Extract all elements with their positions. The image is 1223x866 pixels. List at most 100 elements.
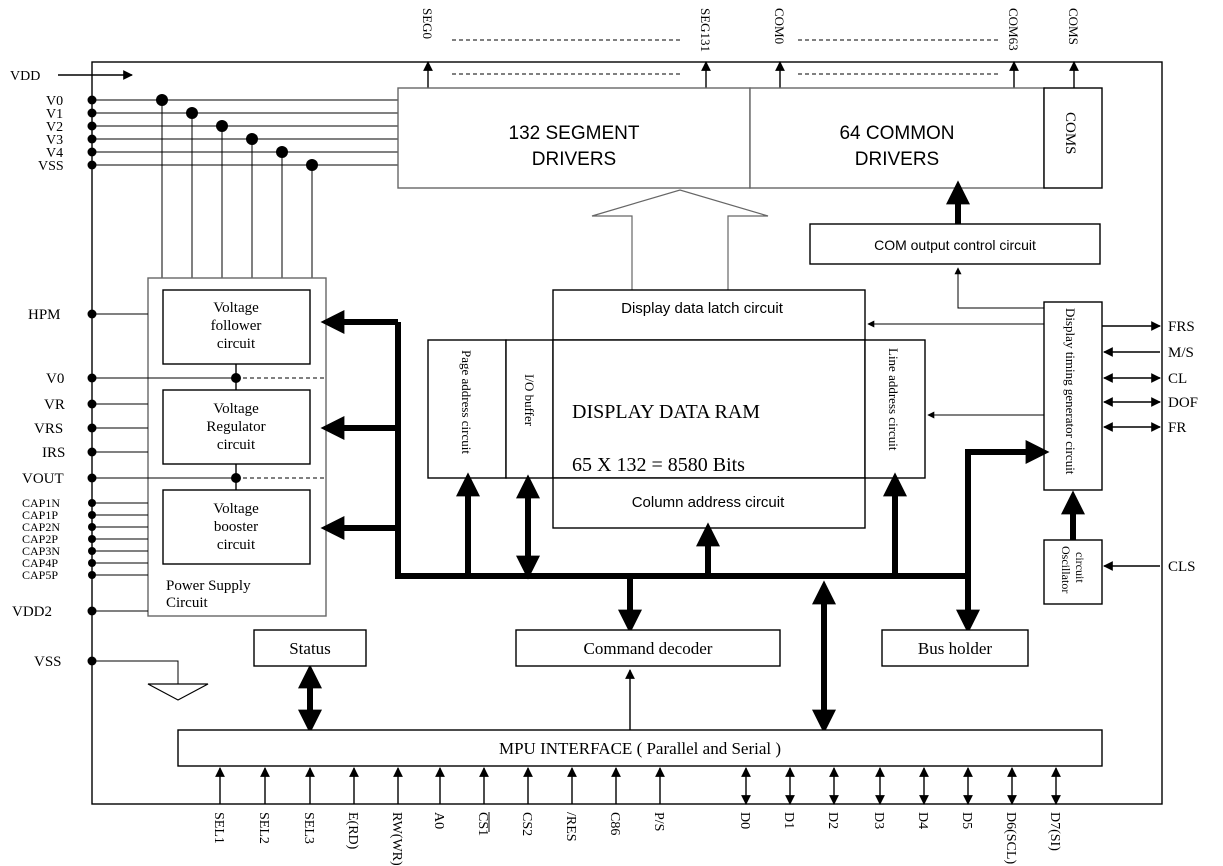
voltage-follower-line2: follower — [211, 318, 262, 334]
segment-drivers-line1: 132 SEGMENT — [509, 123, 640, 144]
segment-drivers-line2: DRIVERS — [532, 149, 616, 170]
pin-ps: P/S — [651, 812, 666, 831]
pin-d2: D2 — [825, 812, 840, 829]
chip-outline — [91, 61, 1163, 805]
power-supply-line1: Power Supply — [166, 578, 251, 594]
oscillator-block — [1043, 539, 1103, 605]
hollow-arrow — [591, 189, 769, 290]
pin-c86: C86 — [607, 812, 622, 835]
coms-block — [1043, 87, 1103, 189]
voltage-follower-block — [162, 289, 311, 365]
io-buffer-label: I/O buffer — [522, 374, 537, 427]
pin-d7-si: D7(SI) — [1047, 812, 1062, 851]
pin-res: /RES — [563, 812, 578, 842]
oscillator-label-1: Oscillator — [1059, 546, 1073, 593]
pin-cap1n: CAP1N — [22, 496, 60, 510]
common-drivers-block — [749, 87, 1045, 189]
display-data-ram-block — [552, 339, 866, 479]
pin-sel2: SEL2 — [256, 812, 271, 844]
pin-d1: D1 — [781, 812, 796, 829]
oscillator-label-2: circuit — [1073, 552, 1087, 583]
voltage-regulator-line1: Voltage — [213, 401, 259, 417]
com-output-control-label: COM output control circuit — [874, 237, 1036, 253]
pin-dof: DOF — [1168, 395, 1198, 411]
segment-drivers-block — [397, 87, 751, 189]
pin-cl: CL — [1168, 371, 1187, 387]
pin-com63: COM63 — [1006, 8, 1021, 51]
pin-vdd: VDD — [10, 69, 40, 84]
status-block — [253, 629, 367, 667]
pin-cap4p: CAP4P — [22, 556, 58, 570]
pin-cap2n: CAP2N — [22, 520, 60, 534]
page-address-block — [427, 339, 507, 479]
pin-v3: V3 — [46, 133, 63, 148]
left-pins: HPM V0 VR VRS IRS VOUT CAP1N CAP1P CAP2N… — [12, 307, 209, 701]
timing-generator-block — [1043, 301, 1103, 491]
column-address-label: Column address circuit — [632, 494, 785, 511]
pin-cap3n: CAP3N — [22, 544, 60, 558]
pin-cap2p: CAP2P — [22, 532, 58, 546]
timing-generator-label: Display timing generator circuit — [1063, 308, 1078, 475]
pin-v1: V1 — [46, 107, 63, 122]
voltage-regulator-line3: circuit — [217, 437, 256, 453]
power-supply-line2: Circuit — [166, 595, 208, 611]
pin-ms: M/S — [1168, 345, 1194, 361]
pin-cls: CLS — [1168, 559, 1196, 575]
bottom-input-pins: SEL1 SEL2 SEL3 E(RD) RW(WR) A0 CS1 CS2 /… — [211, 767, 666, 866]
line-address-label: Line address circuit — [886, 348, 901, 451]
io-buffer-block — [505, 339, 554, 479]
display-latch-label: Display data latch circuit — [621, 300, 784, 317]
voltage-follower-line1: Voltage — [213, 300, 259, 316]
pin-cs2: CS2 — [519, 812, 534, 836]
pin-seg0: SEG0 — [420, 8, 435, 39]
common-drivers-line1: 64 COMMON — [839, 123, 954, 144]
pin-sel1: SEL1 — [211, 812, 226, 844]
status-label: Status — [289, 639, 331, 658]
pin-a0: A0 — [431, 812, 446, 829]
pin-v0-top: V0 — [46, 94, 63, 109]
pin-com0: COM0 — [772, 8, 787, 44]
pin-e-rd: E(RD) — [345, 812, 360, 850]
bus-holder-label: Bus holder — [918, 639, 992, 658]
pin-d0: D0 — [737, 812, 752, 829]
page-address-label: Page address circuit — [459, 350, 474, 454]
pin-fr: FR — [1168, 420, 1186, 436]
voltage-booster-block — [162, 489, 311, 565]
pin-sel3: SEL3 — [301, 812, 316, 844]
pin-v4: V4 — [46, 146, 63, 161]
pin-d4: D4 — [915, 812, 930, 829]
voltage-booster-line1: Voltage — [213, 501, 259, 517]
ram-title: DISPLAY DATA RAM — [572, 401, 760, 423]
column-address-block — [552, 477, 866, 529]
command-decoder-block — [515, 629, 781, 667]
display-latch-block — [552, 289, 866, 341]
mpu-interface-label: MPU INTERFACE ( Parallel and Serial ) — [499, 739, 781, 758]
pin-irs: IRS — [42, 445, 65, 461]
pin-vr: VR — [44, 397, 65, 413]
pin-d3: D3 — [871, 812, 886, 829]
pin-vss-top: VSS — [38, 159, 64, 174]
coms-label: COMS — [1062, 112, 1078, 155]
ground-symbol — [147, 683, 209, 701]
top-pins: SEG0 SEG131 COM0 COM63 COMS — [420, 8, 1081, 88]
pin-cap5p: CAP5P — [22, 568, 58, 582]
pin-v2: V2 — [46, 120, 63, 135]
pin-cs1: CS1 — [475, 812, 490, 836]
line-address-block — [864, 339, 926, 479]
voltage-regulator-block — [162, 389, 311, 465]
pin-d6-scl: D6(SCL) — [1003, 812, 1018, 864]
pin-cap1p: CAP1P — [22, 508, 58, 522]
pin-rw-wr: RW(WR) — [389, 812, 404, 866]
pin-d5: D5 — [959, 812, 974, 829]
pin-coms-top: COMS — [1066, 8, 1081, 45]
pin-frs: FRS — [1168, 319, 1195, 335]
internal-bus — [298, 310, 980, 734]
power-pins: VDD V0 V1 V2 V3 V4 VSS — [10, 69, 398, 278]
pin-hpm: HPM — [28, 307, 61, 323]
bottom-data-pins: D0 D1 D2 D3 D4 D5 D6(SCL) D7(SI) — [737, 767, 1062, 864]
voltage-regulator-line2: Regulator — [206, 419, 265, 435]
common-drivers-line2: DRIVERS — [855, 149, 939, 170]
pin-vdd2: VDD2 — [12, 604, 52, 620]
right-pins: FRS M/S CL DOF FR CLS — [1102, 319, 1198, 575]
